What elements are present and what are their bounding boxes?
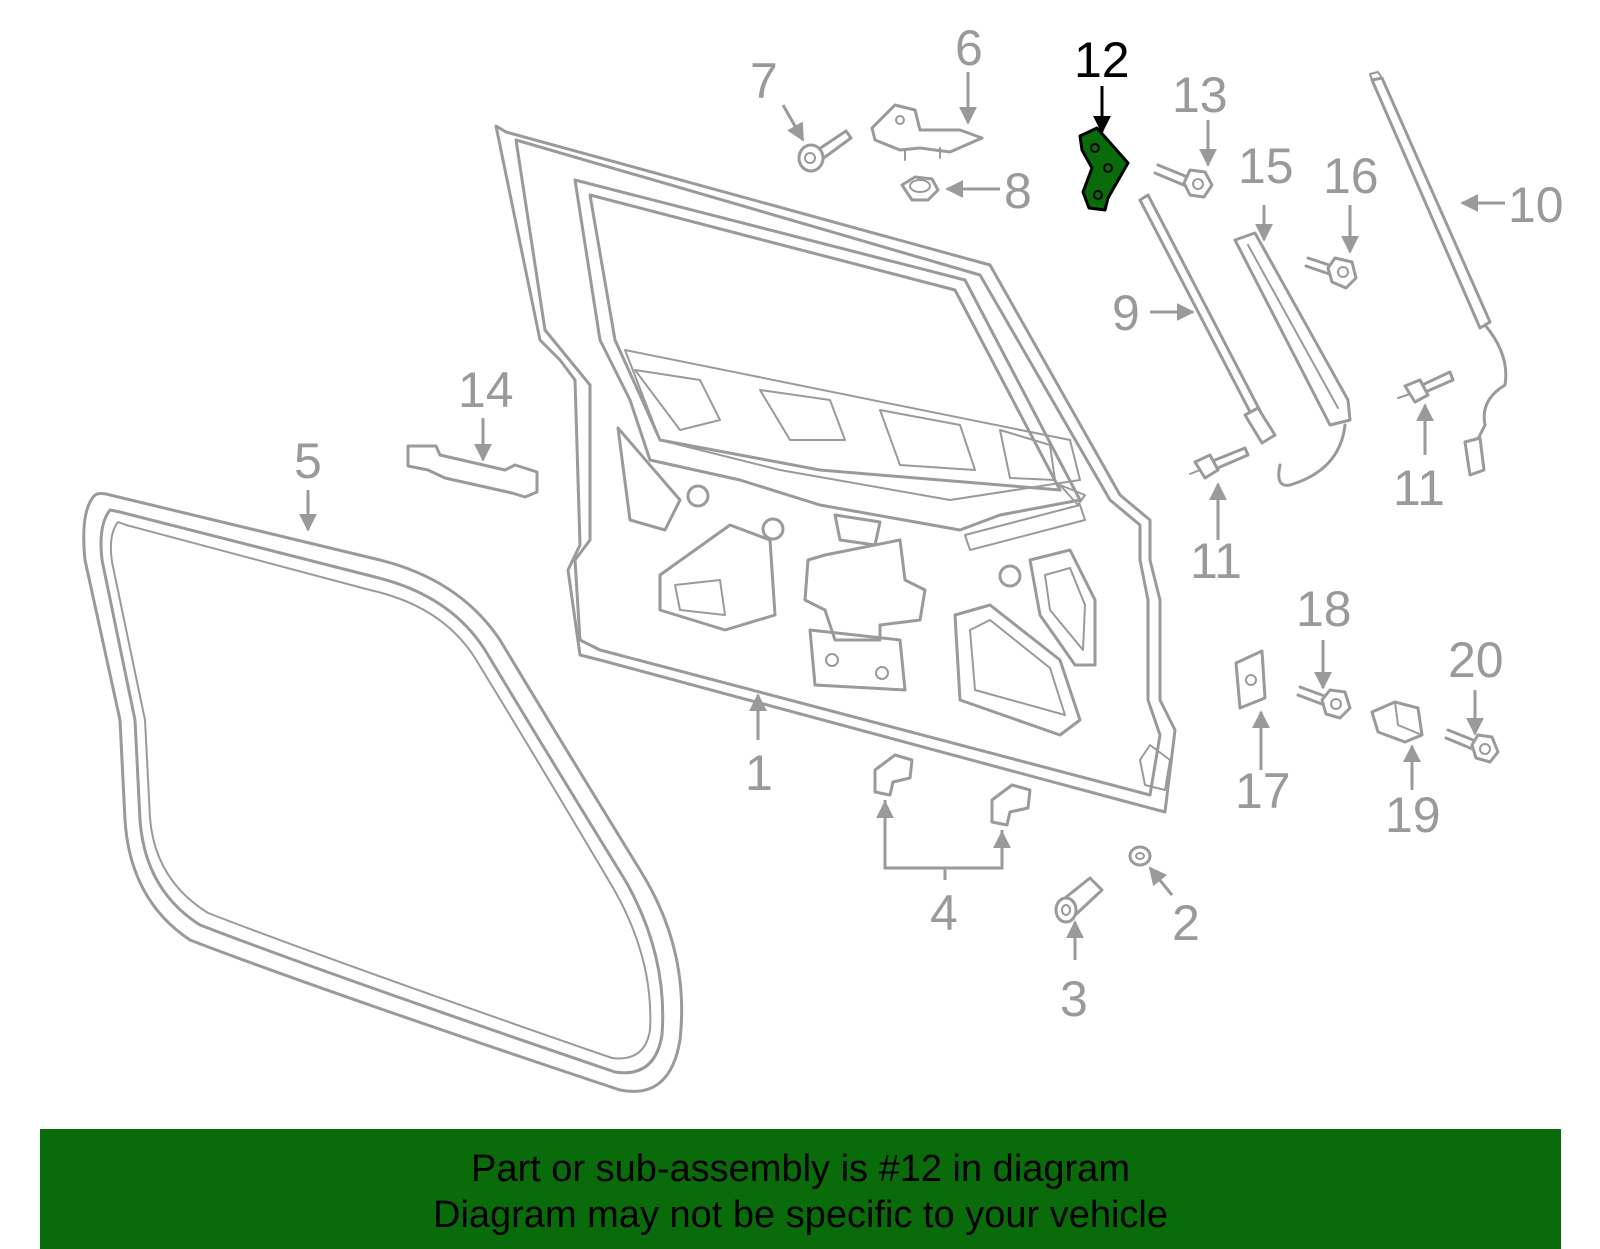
- part-9-gas-strut: [1138, 193, 1277, 445]
- callout-3: 3: [1060, 971, 1088, 1027]
- callout-7: 7: [750, 53, 778, 109]
- info-banner: Part or sub-assembly is #12 in diagram D…: [40, 1129, 1561, 1249]
- callout-9: 9: [1112, 285, 1140, 341]
- part-6-bracket: [870, 103, 984, 161]
- callout-19: 19: [1385, 787, 1441, 843]
- part-1-liftgate-panel: [494, 124, 1177, 814]
- callout-2: 2: [1172, 895, 1200, 951]
- part-3-bushing: [1054, 876, 1104, 924]
- part-19-clip: [1370, 700, 1424, 744]
- callout-11b: 11: [1393, 460, 1445, 516]
- banner-line-disclaimer: Diagram may not be specific to your vehi…: [433, 1194, 1168, 1236]
- callout-14: 14: [458, 362, 514, 418]
- part-17-plate: [1234, 649, 1267, 710]
- callout-18: 18: [1296, 581, 1352, 637]
- part-12-hinge-bracket: [1078, 126, 1130, 212]
- callout-4: 4: [930, 885, 958, 941]
- callout-6: 6: [955, 20, 983, 76]
- part-15-seal-strip: [1233, 231, 1352, 487]
- callout-16: 16: [1323, 148, 1379, 204]
- part-10-actuator: [1369, 71, 1508, 477]
- part-20-bolt: [1444, 728, 1500, 764]
- part-13-bolt: [1153, 163, 1214, 199]
- leader-lines: [299, 72, 1505, 960]
- part-8-nut: [900, 175, 940, 202]
- callout-labels: 1 2 3 4 5 6 7 8 9 10 11 11 12 13 14 15 1…: [294, 20, 1564, 1027]
- callout-8: 8: [1004, 163, 1032, 219]
- callout-5: 5: [294, 433, 322, 489]
- callout-13: 13: [1172, 67, 1228, 123]
- banner-line-part: Part or sub-assembly is #12 in diagram: [471, 1148, 1130, 1190]
- part-11a-pin: [1189, 446, 1250, 480]
- callout-12: 12: [1074, 32, 1130, 88]
- callout-10: 10: [1508, 177, 1564, 233]
- part-18-bolt: [1296, 685, 1352, 720]
- part-14-bumper: [406, 444, 539, 499]
- part-16-bolt: [1304, 256, 1358, 290]
- callout-1: 1: [745, 745, 773, 801]
- part-7-bolt: [797, 129, 853, 173]
- callout-17: 17: [1235, 763, 1291, 819]
- part-11b-pin: [1397, 370, 1455, 404]
- part-5-weatherstrip: [82, 492, 684, 1093]
- callout-20: 20: [1448, 632, 1504, 688]
- callout-11a: 11: [1190, 533, 1242, 589]
- callout-15: 15: [1238, 138, 1294, 194]
- part-2-washer: [1128, 845, 1152, 867]
- part-4-wedges: [873, 753, 1032, 827]
